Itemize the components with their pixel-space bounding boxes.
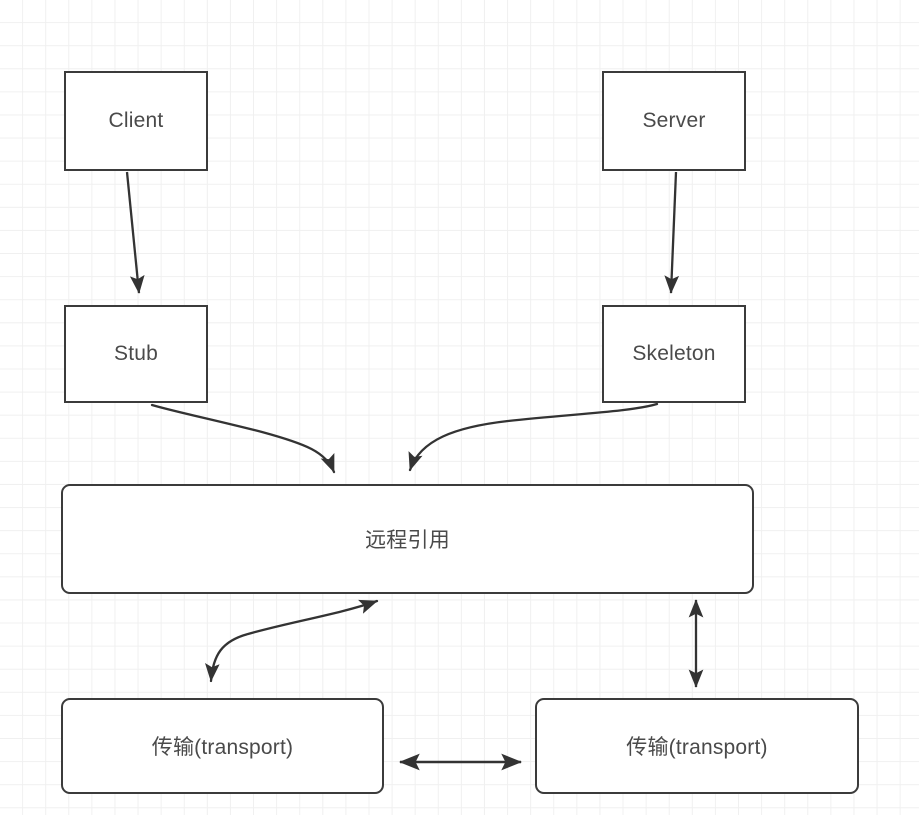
node-remote-reference-label: 远程引用 xyxy=(365,529,450,552)
node-stub-label: Stub xyxy=(114,342,158,365)
edge-remote-to-transport-left xyxy=(205,599,379,683)
node-transport-left-label: 传输(transport) xyxy=(151,736,294,759)
node-client[interactable]: Client xyxy=(64,71,208,171)
edge-stub-to-remote xyxy=(150,403,336,474)
node-stub[interactable]: Stub xyxy=(64,305,208,403)
node-server-label: Server xyxy=(642,109,706,132)
node-remote-reference[interactable]: 远程引用 xyxy=(61,484,754,594)
node-transport-right-label: 传输(transport) xyxy=(626,736,768,759)
node-transport-left[interactable]: 传输(transport) xyxy=(61,698,384,794)
node-server[interactable]: Server xyxy=(602,71,746,171)
edge-skeleton-to-remote xyxy=(408,402,659,472)
node-client-label: Client xyxy=(108,109,164,132)
node-skeleton[interactable]: Skeleton xyxy=(602,305,746,403)
node-skeleton-label: Skeleton xyxy=(632,342,716,365)
edge-server-to-skeleton xyxy=(664,171,680,294)
edge-client-to-stub xyxy=(125,171,145,294)
node-transport-right[interactable]: 传输(transport) xyxy=(535,698,859,794)
